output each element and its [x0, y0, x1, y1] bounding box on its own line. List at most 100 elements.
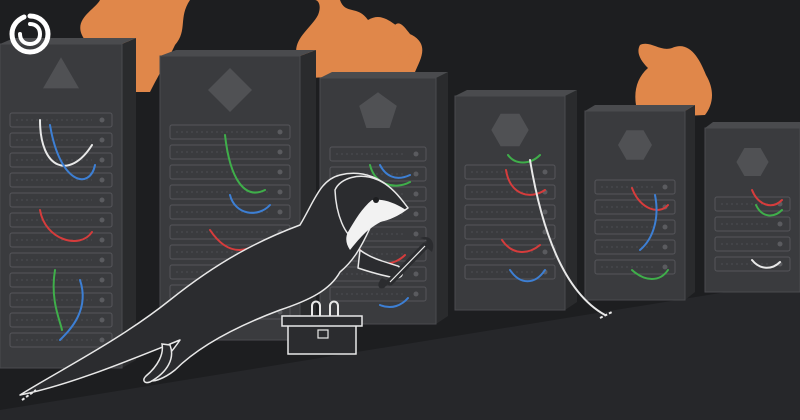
rack-slot-led — [413, 171, 419, 177]
rack-slot — [9, 252, 113, 268]
rack-slot — [714, 216, 791, 232]
hexagon-badge-icon — [736, 148, 769, 176]
rack-slot-led — [99, 157, 105, 163]
rack-slot — [464, 164, 556, 180]
server-rack-1 — [0, 38, 136, 369]
cable-4 — [52, 269, 63, 331]
cable-12 — [379, 297, 409, 308]
fire-flame-3 — [635, 43, 713, 119]
otter-face-patch — [346, 199, 406, 250]
rack-slot-led — [277, 189, 283, 195]
rack-slot — [9, 292, 113, 308]
rack-slot-led — [413, 211, 419, 217]
rack-slot-led — [277, 149, 283, 155]
server-rack-4 — [454, 90, 577, 311]
cable-20 — [631, 269, 669, 280]
cable-19 — [639, 194, 658, 251]
rack-front — [0, 43, 123, 369]
rack-slot-led — [99, 337, 105, 343]
hexagon-badge-icon — [491, 113, 529, 147]
rack-side — [122, 38, 136, 368]
rack-top — [160, 50, 316, 56]
rack-slot — [169, 184, 291, 200]
otter-eye — [373, 197, 379, 203]
fire-flame-4 — [394, 23, 413, 60]
cable-15 — [501, 239, 541, 253]
rack-slot — [329, 286, 427, 302]
server-racks — [0, 38, 800, 369]
cable-18 — [631, 187, 669, 211]
rack-slot-led — [413, 271, 419, 277]
rack-slot — [169, 204, 291, 220]
rack-slot-led — [662, 244, 668, 250]
triangle-badge-icon — [43, 57, 79, 89]
rack-slot-led — [777, 241, 783, 247]
rack-slot — [9, 232, 113, 248]
rack-slot-led — [662, 224, 668, 230]
rack-slot — [464, 264, 556, 280]
rack-slot-led — [99, 197, 105, 203]
rack-slot — [169, 124, 291, 140]
cable-plug-2 — [599, 311, 613, 319]
rack-slot-led — [99, 257, 105, 263]
rack-slot — [714, 256, 791, 272]
rack-slot-led — [277, 129, 283, 135]
rack-slot-led — [99, 177, 105, 183]
cable-1 — [39, 119, 93, 167]
rack-side — [685, 105, 695, 300]
cable-22 — [755, 204, 783, 217]
cable-16 — [529, 159, 606, 316]
cable-3 — [39, 209, 93, 242]
rack-top — [585, 105, 695, 111]
rack-slot-led — [99, 317, 105, 323]
otter-technician — [19, 172, 613, 401]
rack-slot — [464, 204, 556, 220]
otter-rear-leg — [143, 343, 173, 384]
rack-top — [455, 90, 577, 96]
rack-slot-led — [542, 169, 548, 175]
cable-13 — [507, 154, 541, 164]
rack-slot-led — [542, 209, 548, 215]
rack-slot — [594, 219, 676, 235]
cable-10 — [379, 164, 411, 179]
pentagon-badge-icon — [359, 92, 397, 128]
rack-slot — [9, 272, 113, 288]
rack-side — [436, 72, 448, 324]
diamond-badge-icon — [208, 68, 252, 112]
rack-slot-led — [777, 221, 783, 227]
rack-slot-led — [413, 231, 419, 237]
rack-slot — [594, 259, 676, 275]
server-rack-6 — [704, 122, 800, 293]
server-rack-5 — [584, 105, 695, 301]
cable-7 — [229, 194, 271, 214]
swirl-logo-icon — [9, 13, 51, 55]
rack-slot-led — [99, 237, 105, 243]
cable-6 — [224, 134, 266, 194]
rack-slot-led — [662, 184, 668, 190]
wrench-icon — [378, 236, 434, 289]
cable-5 — [59, 279, 84, 341]
cable-2 — [49, 124, 96, 181]
fire-flame-2 — [296, 0, 423, 78]
rack-slot-led — [99, 137, 105, 143]
rack-slot-led — [413, 191, 419, 197]
rack-slot-led — [277, 169, 283, 175]
rack-slot — [594, 199, 676, 215]
rack-slot — [9, 112, 113, 128]
toolbox-icon — [281, 300, 363, 355]
rack-slot — [714, 236, 791, 252]
cable-17 — [509, 269, 546, 283]
rack-slot-led — [277, 209, 283, 215]
cable-14 — [505, 169, 546, 196]
rack-slot — [9, 132, 113, 148]
rack-side — [565, 90, 577, 310]
rack-slot-led — [413, 291, 419, 297]
cable-plug-1 — [21, 389, 37, 401]
rack-slot-led — [99, 277, 105, 283]
rack-slot-led — [413, 151, 419, 157]
rack-slot-led — [99, 297, 105, 303]
rack-slot-led — [99, 217, 105, 223]
rack-slot-led — [542, 249, 548, 255]
